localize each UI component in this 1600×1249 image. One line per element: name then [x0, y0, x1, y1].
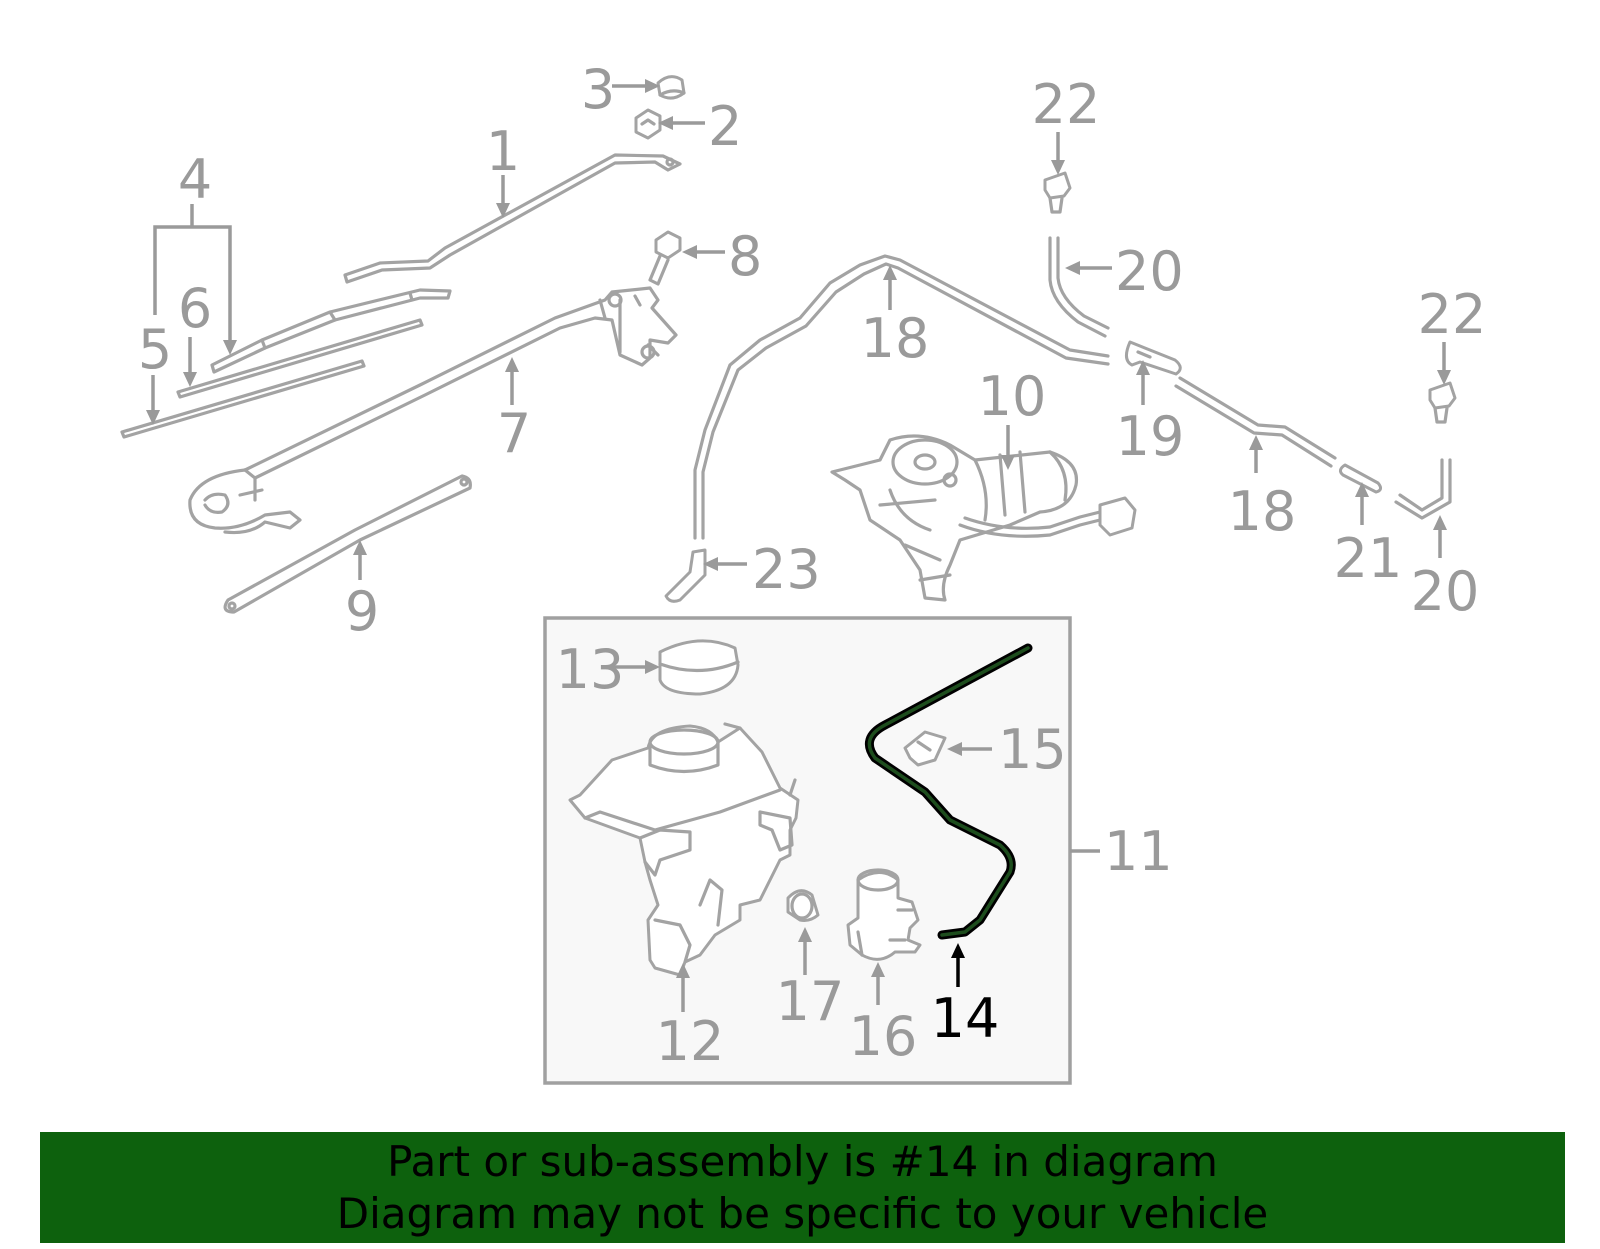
callout-1[interactable]: 1: [486, 120, 520, 183]
part-20-hose-upper[interactable]: [1048, 236, 1110, 338]
callout-11[interactable]: 11: [1104, 820, 1173, 883]
callout-14-arrow: [951, 943, 965, 987]
part-18-washer-hose-left[interactable]: [693, 254, 1110, 540]
part-17-grommet[interactable]: [786, 889, 820, 922]
callout-15[interactable]: 15: [998, 718, 1067, 781]
callout-arrows: [146, 79, 1451, 1012]
part-info-line: Part or sub-assembly is #14 in diagram: [387, 1136, 1218, 1186]
disclaimer-line: Diagram may not be specific to your vehi…: [336, 1188, 1269, 1238]
part-8-bolt[interactable]: [648, 230, 682, 286]
callout-8[interactable]: 8: [728, 225, 762, 288]
part-4-wiper-blade[interactable]: [210, 288, 452, 374]
callout-21[interactable]: 21: [1334, 527, 1403, 590]
part-13-reservoir-cap[interactable]: [658, 639, 740, 696]
callout-20-upper[interactable]: 20: [1115, 240, 1184, 303]
callout-23[interactable]: 23: [752, 538, 821, 601]
part-2-nut[interactable]: [634, 108, 662, 140]
callout-2[interactable]: 2: [708, 95, 742, 158]
callout-5[interactable]: 5: [138, 318, 172, 381]
callout-22-upper[interactable]: 22: [1032, 73, 1101, 136]
parts-diagram: 1 2 3 4 5 6 7 8 9 10 11 12 13 14 15 16 1…: [120, 58, 1487, 1085]
part-7-wiper-arm[interactable]: [188, 286, 678, 535]
callout-22-lower[interactable]: 22: [1418, 283, 1487, 346]
part-22-nozzle-right[interactable]: [1428, 381, 1457, 424]
callout-17[interactable]: 17: [776, 970, 845, 1033]
part-14-washer-hose[interactable]: [864, 643, 1033, 940]
callout-6[interactable]: 6: [178, 277, 212, 340]
part-22-nozzle-left[interactable]: [1043, 171, 1072, 214]
part-18-washer-hose-right[interactable]: [1174, 376, 1337, 468]
callout-4-bracket: [153, 204, 237, 355]
part-3-cap[interactable]: [656, 75, 686, 100]
part-16-washer-pump[interactable]: [846, 868, 922, 961]
callout-4[interactable]: 4: [178, 148, 212, 211]
callout-14-highlighted[interactable]: 14: [931, 987, 1000, 1050]
callout-9[interactable]: 9: [345, 580, 379, 643]
callout-16[interactable]: 16: [849, 1005, 918, 1068]
part-15-clip[interactable]: [903, 730, 947, 767]
part-10-wiper-motor[interactable]: [830, 434, 1137, 602]
callout-19[interactable]: 19: [1116, 405, 1185, 468]
part-19-connector[interactable]: [1125, 340, 1182, 376]
callout-12[interactable]: 12: [656, 1010, 725, 1073]
part-12-washer-reservoir[interactable]: [568, 722, 800, 977]
part-info-banner: Part or sub-assembly is #14 in diagram D…: [40, 1132, 1565, 1243]
callout-10[interactable]: 10: [978, 365, 1047, 428]
callout-labels: 1 2 3 4 5 6 7 8 9 10 11 12 13 14 15 16 1…: [138, 58, 1487, 1073]
callout-3[interactable]: 3: [581, 58, 615, 121]
part-5-blade-refill[interactable]: [120, 359, 366, 439]
part-23-elbow[interactable]: [664, 548, 707, 603]
callout-20-lower[interactable]: 20: [1411, 560, 1480, 623]
part-20-hose-lower[interactable]: [1394, 458, 1452, 520]
part-6-blade-insert[interactable]: [176, 318, 424, 399]
callout-18-lower[interactable]: 18: [1228, 480, 1297, 543]
callout-13[interactable]: 13: [556, 638, 625, 701]
part-1-wiper-arm[interactable]: [343, 153, 682, 284]
callout-7[interactable]: 7: [497, 402, 531, 465]
part-21-joint[interactable]: [1338, 463, 1383, 494]
callout-18-upper[interactable]: 18: [861, 307, 930, 370]
reservoir-assembly-box: [543, 616, 1072, 1085]
part-9-link-rod[interactable]: [223, 474, 472, 614]
